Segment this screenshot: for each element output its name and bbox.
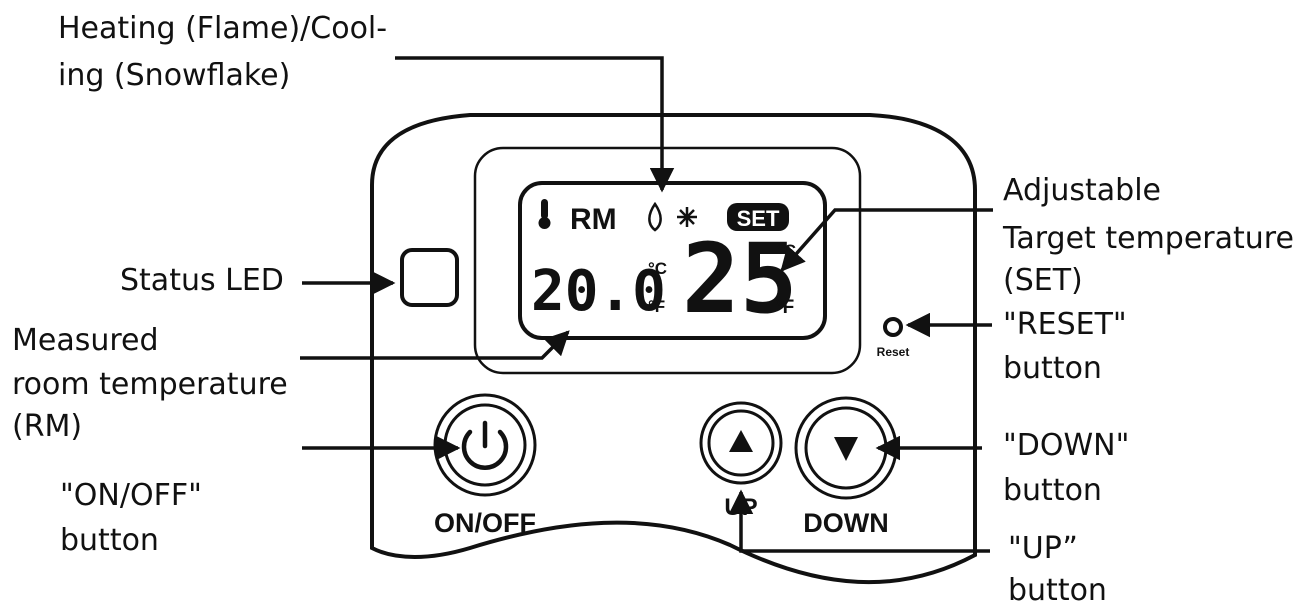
lcd-frame <box>473 146 862 375</box>
set-badge <box>727 203 789 231</box>
measured-room-callout-line-1: Measured <box>12 323 159 358</box>
rm-label: RM <box>570 203 617 236</box>
snowflake-icon <box>677 207 697 227</box>
down-arrow-icon <box>834 437 858 461</box>
reset-button[interactable]: Reset <box>877 317 910 359</box>
set-badge-label: SET <box>737 206 780 231</box>
heating-cooling-callout-line-1: Heating (Flame)/Cool- <box>58 11 387 46</box>
reset-callout-line-2: button <box>1003 351 1102 386</box>
room-unit-celsius: °C <box>648 259 667 278</box>
measured-room-callout-line-2: room temperature <box>12 367 288 402</box>
reset-button-label: Reset <box>877 345 910 359</box>
up-button[interactable] <box>699 401 783 485</box>
adjustable-target-callout-line-1: Adjustable <box>1003 173 1161 208</box>
adjustable-target-callout-line-3: (SET) <box>1003 263 1083 298</box>
heating-cooling-pointer <box>395 56 675 193</box>
adjustable-target-callout-line-2: Target temperature <box>1002 221 1294 256</box>
down-callout-line-1: "DOWN" <box>1003 428 1129 463</box>
measured-room-pointer <box>300 330 570 360</box>
on-off-callout-line-1: "ON/OFF" <box>60 478 202 513</box>
heating-cooling-callout-line-2: ing (Snowflake) <box>58 58 290 93</box>
up-callout-line-1: "UP” <box>1008 531 1078 566</box>
target-unit-fahrenheit: °F <box>775 297 794 318</box>
on-off-button[interactable] <box>433 393 537 497</box>
power-icon <box>461 429 509 470</box>
measured-room-callout-line-3: (RM) <box>12 409 82 444</box>
thermometer-icon <box>538 199 551 229</box>
flame-icon <box>648 201 662 232</box>
on-off-label: ON/OFF <box>434 508 536 538</box>
adjustable-target-pointer <box>780 208 993 272</box>
status-led <box>400 248 459 307</box>
leader-lines <box>300 56 993 553</box>
down-callout-line-2: button <box>1003 473 1102 508</box>
room-temperature-value: 20.0 <box>531 259 666 324</box>
down-label: DOWN <box>803 508 888 538</box>
target-temperature-value: 25 <box>682 223 798 335</box>
up-arrow-icon <box>729 430 753 452</box>
reset-callout-line-1: "RESET" <box>1003 307 1127 342</box>
room-unit-fahrenheit: °F <box>648 297 665 316</box>
up-callout-line-2: button <box>1008 573 1107 608</box>
status-led-callout: Status LED <box>120 263 284 298</box>
on-off-callout-line-2: button <box>60 523 159 558</box>
up-pointer <box>728 489 990 553</box>
